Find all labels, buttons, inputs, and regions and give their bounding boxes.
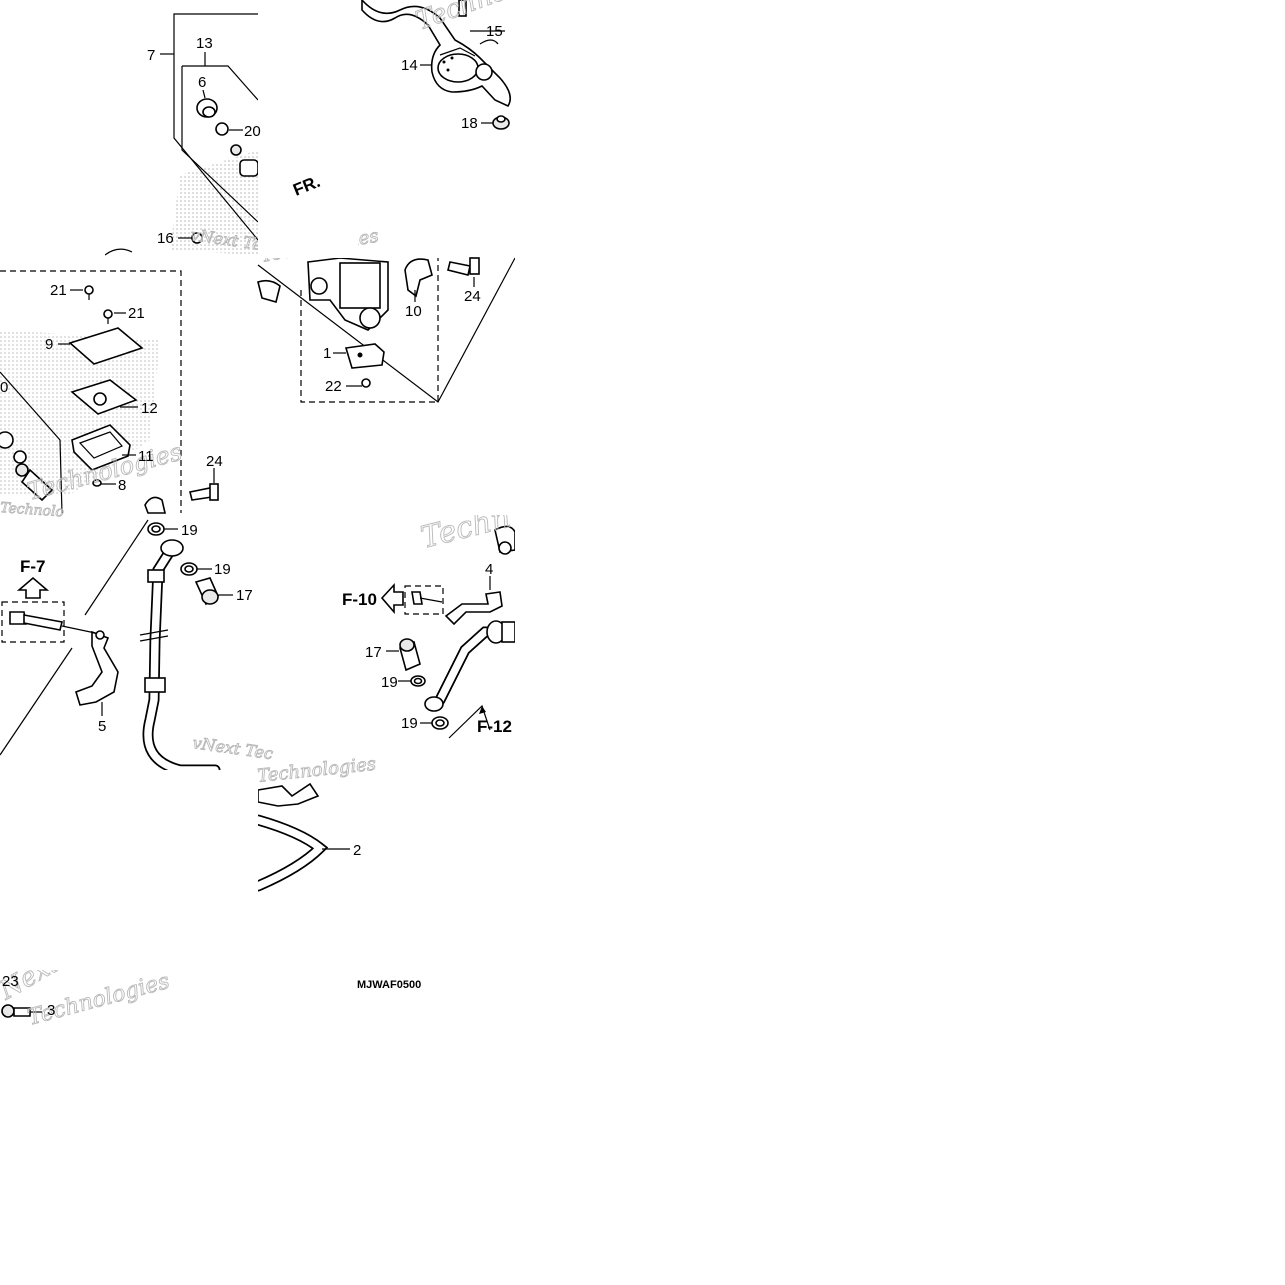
f7-arrow xyxy=(16,576,50,599)
hose-bracket-part xyxy=(75,630,119,706)
ref-f7: F-7 xyxy=(20,557,46,576)
callouts: 7 13 6 20 16 14 15 18 21 21 9 0 12 11 8 … xyxy=(0,23,503,1019)
f7-ref-box xyxy=(1,601,65,643)
image-code: MJWAF0500 xyxy=(357,979,421,991)
callout-1: 1 xyxy=(323,345,331,362)
callout-22: 22 xyxy=(325,378,342,395)
callout-19-b: 19 xyxy=(214,561,231,578)
callout-17-a: 17 xyxy=(236,587,253,604)
callout-4: 4 xyxy=(485,561,493,578)
svg-text:Technologies: Technologies xyxy=(256,754,377,787)
tile-f10-hose xyxy=(380,525,516,739)
svg-text:Technolo: Technolo xyxy=(0,500,64,520)
callout-13: 13 xyxy=(196,35,213,52)
callout-19-c: 19 xyxy=(381,674,398,691)
callout-23: 23 xyxy=(2,973,19,990)
callout-8: 8 xyxy=(118,477,126,494)
ref-f12: F-12 xyxy=(477,717,512,736)
circlip-part xyxy=(215,122,229,136)
assembly-frame xyxy=(300,258,439,403)
holder-part xyxy=(404,258,433,298)
hose-clamp-part xyxy=(444,591,503,626)
callout-18: 18 xyxy=(461,115,478,132)
bolt-part xyxy=(189,487,213,501)
reservoir-cap-part xyxy=(68,327,144,365)
callout-10: 10 xyxy=(405,303,422,320)
diaphragm-part xyxy=(71,424,131,471)
callout-14: 14 xyxy=(401,57,418,74)
callout-24-a: 24 xyxy=(206,453,223,470)
callout-5: 5 xyxy=(98,718,106,735)
callout-21-b: 21 xyxy=(128,305,145,322)
f10-ref-box xyxy=(404,585,444,615)
switch-part xyxy=(344,343,385,369)
callout-12: 12 xyxy=(141,400,158,417)
callout-7: 7 xyxy=(147,47,155,64)
svg-text:vNext Tec: vNext Tec xyxy=(191,733,274,763)
callout-24-b: 24 xyxy=(464,288,481,305)
dotted-shading xyxy=(170,150,258,255)
callout-16: 16 xyxy=(157,230,174,247)
callout-9: 9 xyxy=(45,336,53,353)
callout-3: 3 xyxy=(47,1002,55,1019)
tile-switch-holder xyxy=(257,257,516,403)
callout-6: 6 xyxy=(198,74,206,91)
tile-bottom-left xyxy=(1,1004,42,1018)
callout-21-a: 21 xyxy=(50,282,67,299)
tile-brake-hose xyxy=(0,519,233,776)
callout-19-d: 19 xyxy=(401,715,418,732)
f10-arrow xyxy=(380,582,404,615)
assembly-13-frame xyxy=(182,65,259,101)
tile-lower-hose xyxy=(252,782,350,892)
callout-19-a: 19 xyxy=(181,522,198,539)
assembly-7-frame xyxy=(173,13,259,241)
callout-2: 2 xyxy=(353,842,361,859)
callout-11: 11 xyxy=(138,448,154,465)
assembly-frame xyxy=(0,270,182,513)
callout-15: 15 xyxy=(486,23,503,40)
callout-17-b: 17 xyxy=(365,644,382,661)
tile-lever xyxy=(361,0,511,130)
ref-f10: F-10 xyxy=(342,590,377,609)
callout-20: 20 xyxy=(244,123,261,140)
lever-part xyxy=(361,0,511,108)
references: F-7 F-10 F-12 FR. MJWAF0500 xyxy=(20,172,512,991)
callout-0: 0 xyxy=(0,379,8,396)
tile-reservoir xyxy=(0,270,219,514)
